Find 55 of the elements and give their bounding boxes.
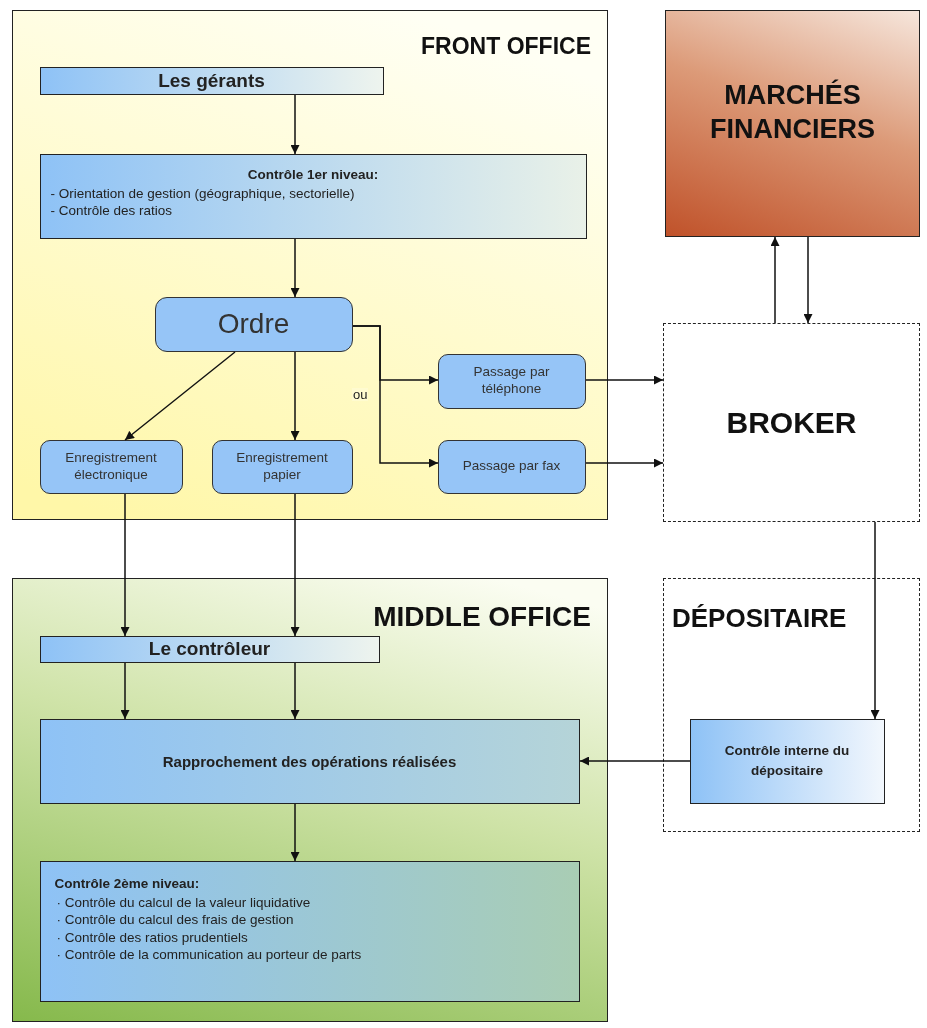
arrow [290, 238, 300, 298]
arrow [290, 94, 300, 155]
office-section [12, 578, 608, 1022]
arrow [290, 662, 300, 720]
section-title: FRONT OFFICE [421, 33, 591, 60]
list-heading: Contrôle 2ème niveau: [54, 875, 200, 891]
section-title: DÉPOSITAIRE [672, 603, 847, 634]
rounded-box [154, 296, 353, 352]
node-label: Le contrôleur [148, 638, 271, 660]
arrow [124, 351, 236, 441]
list-item: · Contrôle du calcul des frais de gestion [56, 911, 295, 929]
list-item: - Orientation de gestion (géographique, sectorielle) [50, 184, 356, 203]
arrow [770, 236, 780, 324]
process-box [689, 718, 885, 804]
rounded-box [437, 353, 586, 409]
list-item: · Contrôle des ratios prudentiels [56, 928, 249, 947]
rounded-box [437, 439, 586, 494]
node-label: Les gérants [158, 69, 265, 92]
section-title: MIDDLE OFFICE [373, 601, 591, 633]
arrow [579, 756, 691, 766]
rounded-box [211, 439, 353, 494]
arrow [870, 521, 880, 720]
arrow [585, 458, 664, 468]
arrow [290, 493, 300, 637]
node-label: Passage par téléphone [472, 364, 551, 398]
process-box [39, 153, 587, 239]
rounded-box [39, 439, 183, 494]
header-bar [39, 66, 384, 95]
list-heading: Contrôle 1er niveau: [247, 166, 379, 182]
edge-label: ou [352, 388, 369, 401]
node-label: Ordre [217, 308, 290, 340]
node-label: Enregistrement électronique [64, 449, 158, 484]
arrow [803, 236, 813, 324]
header-bar [39, 635, 380, 663]
arrow [290, 351, 300, 441]
office-section [12, 10, 608, 520]
list-item: - Contrôle des ratios [50, 202, 174, 220]
node-label: Enregistrement papier [235, 449, 329, 484]
node-label: Rapprochement des opérations réalisées [162, 752, 457, 770]
dashed-box [663, 323, 920, 522]
market-box [665, 10, 920, 237]
arrow [120, 662, 130, 720]
list-item: · Contrôle du calcul de la valeur liquidative [56, 893, 312, 912]
dashed-section [663, 578, 920, 832]
node-label: Contrôle interne du dépositaire [723, 742, 851, 780]
box-title: MARCHÉS FINANCIERS [709, 79, 876, 146]
process-box [39, 860, 580, 1002]
list-item: · Contrôle de la communication au porteur de parts [56, 946, 363, 964]
node-label: Passage par fax [461, 458, 562, 475]
process-box [39, 718, 580, 804]
arrow [290, 803, 300, 862]
arrow [585, 375, 664, 385]
box-title: BROKER [726, 405, 857, 440]
arrow [352, 325, 439, 468]
arrow [120, 493, 130, 637]
